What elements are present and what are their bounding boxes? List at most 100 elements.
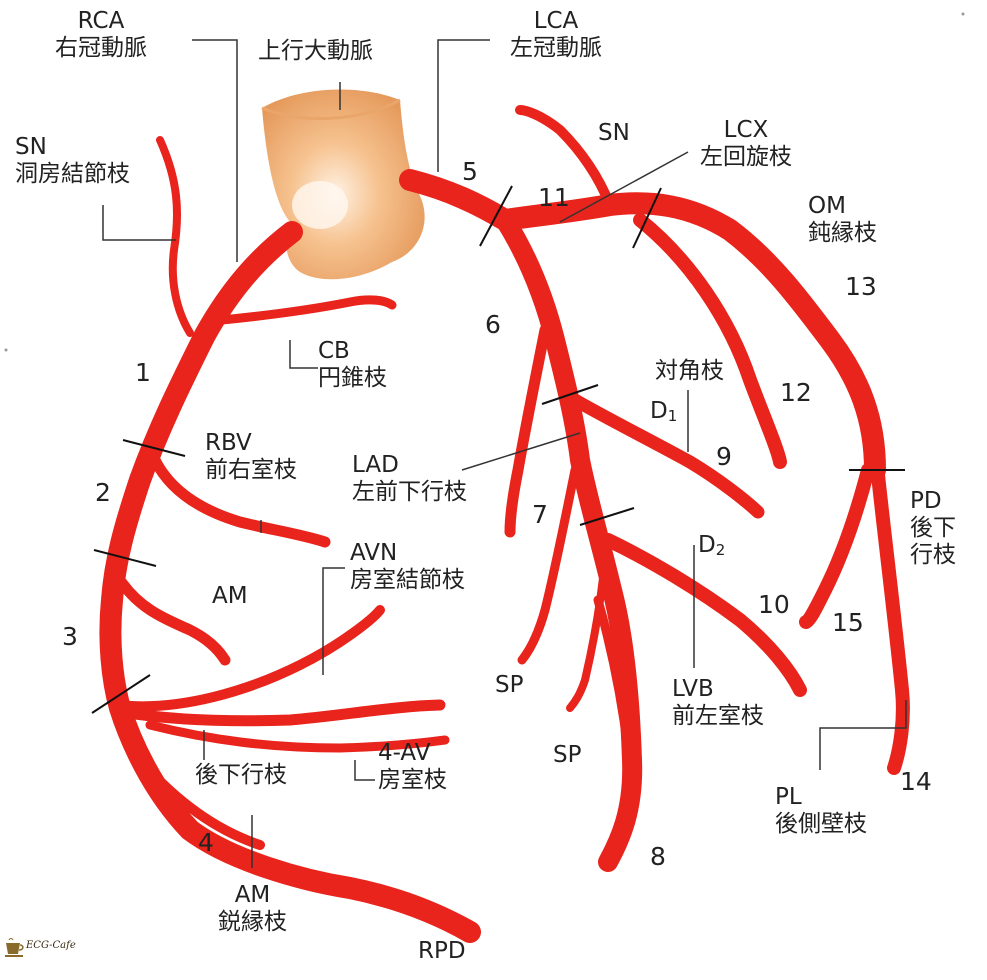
lad-label: LAD 左前下行枝 <box>352 452 467 506</box>
rbv-label: RBV 前右室枝 <box>205 430 297 484</box>
rca-jp: 右冠動脈 <box>55 35 147 61</box>
aorta-label: 上行大動脈 <box>258 38 373 64</box>
sp-branch-2 <box>566 556 609 712</box>
d2-sub: 2 <box>715 541 726 559</box>
pd-jp1: 後下 <box>910 515 956 541</box>
lca-label: LCA 左冠動脈 <box>510 8 602 62</box>
watermark-text: ECG-Cafe <box>26 940 76 951</box>
segment-3: 3 <box>62 622 78 651</box>
pd-abbr: PD <box>910 488 942 514</box>
lcx-abbr: LCX <box>723 117 769 143</box>
am-mid-branch <box>114 574 231 666</box>
am-bottom-abbr: AM <box>234 882 271 908</box>
segment-5: 5 <box>462 157 478 186</box>
d1-branch-9 <box>568 393 765 519</box>
om-label: OM 鈍縁枝 <box>808 193 877 247</box>
rbv-abbr: RBV <box>205 430 252 456</box>
segment-13: 13 <box>845 272 877 301</box>
segment-2: 2 <box>95 478 111 507</box>
watermark-dot <box>4 12 965 352</box>
pd-branch-15 <box>799 463 875 629</box>
am-mid-label: AM <box>212 583 248 609</box>
sn-left-abbr: SN <box>15 134 47 160</box>
sp-branch-1 <box>517 465 580 665</box>
pl-label: PL 後側壁枝 <box>775 784 867 838</box>
segment-9: 9 <box>716 442 732 471</box>
sn-right-branch <box>515 105 615 210</box>
pl-abbr: PL <box>775 784 802 810</box>
pl-branch-14 <box>871 468 910 775</box>
sp2-label: SP <box>553 742 582 768</box>
branch-7 <box>504 324 551 538</box>
coffee-cup-icon <box>5 938 24 957</box>
rca-abbr: RCA <box>77 8 125 34</box>
sp1-label: SP <box>495 672 524 698</box>
ecg-cafe-logo: ECG-Cafe <box>4 932 104 966</box>
rca-label: RCA 右冠動脈 <box>55 8 147 62</box>
lcx-jp: 左回旋枝 <box>700 144 792 170</box>
om-jp: 鈍縁枝 <box>808 220 877 246</box>
av4-branch <box>145 720 450 753</box>
rbv-jp: 前右室枝 <box>205 457 297 483</box>
lad-trunk <box>495 210 643 872</box>
am-bottom-curve <box>135 755 265 850</box>
lca-abbr: LCA <box>533 8 579 34</box>
sn-left-branch <box>156 136 194 337</box>
rbv-branch <box>149 454 331 548</box>
segment-12: 12 <box>780 378 812 407</box>
lad-side <box>593 595 633 755</box>
pdr-label: 後下行枝 <box>195 762 287 788</box>
segment-1: 1 <box>135 358 151 387</box>
segment-dividers <box>91 185 905 714</box>
lvb-jp: 前左室枝 <box>672 703 764 729</box>
lvb-label: LVB 前左室枝 <box>672 676 764 730</box>
lca-jp: 左冠動脈 <box>510 35 602 61</box>
segment-11: 11 <box>538 183 570 212</box>
segment-15: 15 <box>832 608 864 637</box>
sn-left-label: SN 洞房結節枝 <box>15 134 130 188</box>
rpd-label: RPD <box>418 938 466 964</box>
lad-abbr: LAD <box>352 452 399 478</box>
cb-jp: 円錐枝 <box>318 365 387 391</box>
sn-left-jp: 洞房結節枝 <box>15 161 130 187</box>
am-bottom-label: AM 鋭縁枝 <box>218 882 287 936</box>
segment-4: 4 <box>198 828 214 857</box>
av4-abbr: 4-AV <box>378 740 431 766</box>
d1-label: D1 <box>650 398 677 430</box>
cb-label: CB 円錐枝 <box>318 338 387 392</box>
avn-jp: 房室結節枝 <box>350 567 465 593</box>
avn-abbr: AVN <box>350 540 398 566</box>
segment-7: 7 <box>532 500 548 529</box>
diagonal-label: 対角枝 <box>655 358 724 384</box>
pd-label: PD 後下 行枝 <box>910 488 956 569</box>
segment-6: 6 <box>485 310 501 339</box>
segment-8: 8 <box>650 842 666 871</box>
lcx-label: LCX 左回旋枝 <box>700 117 792 171</box>
segment-10: 10 <box>758 590 790 619</box>
d2-letter: D <box>698 532 716 558</box>
lvb-abbr: LVB <box>672 676 714 702</box>
d1-sub: 1 <box>667 407 678 425</box>
am-bottom-jp: 鋭縁枝 <box>218 909 287 935</box>
lad-jp: 左前下行枝 <box>352 479 467 505</box>
om-abbr: OM <box>808 193 846 219</box>
d2-branch-10 <box>601 533 807 697</box>
segment-14: 14 <box>900 767 932 796</box>
cb-branch <box>217 295 397 325</box>
sn-right-label: SN <box>598 120 630 146</box>
pl-jp: 後側壁枝 <box>775 811 867 837</box>
branch-12 <box>633 213 787 469</box>
cb-abbr: CB <box>318 338 350 364</box>
avn-label: AVN 房室結節枝 <box>350 540 465 594</box>
av4-jp: 房室枝 <box>378 767 447 793</box>
rca-trunk <box>99 221 481 943</box>
d1-letter: D <box>650 398 668 424</box>
pdr-branch <box>116 699 446 727</box>
av4-label: 4-AV 房室枝 <box>378 740 447 794</box>
avn-branch <box>113 605 385 712</box>
d2-label: D2 <box>698 532 725 564</box>
leader-lines <box>102 39 907 868</box>
arteries <box>99 105 910 943</box>
pd-jp2: 行枝 <box>910 542 956 568</box>
